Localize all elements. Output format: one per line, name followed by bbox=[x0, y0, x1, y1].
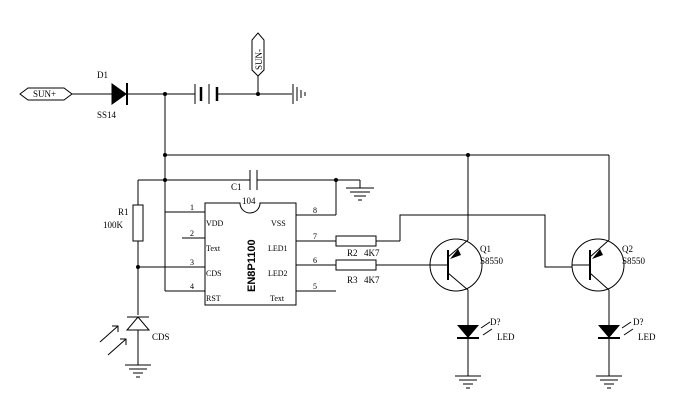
pin-rst-name: RST bbox=[206, 294, 221, 303]
pin-led1-name: LED1 bbox=[268, 244, 288, 253]
diode-d1: D1 SS14 bbox=[97, 70, 128, 120]
led2-ref: D? bbox=[633, 317, 644, 327]
pin-cds-name: CDS bbox=[206, 269, 222, 278]
r3-value: 4K7 bbox=[364, 275, 380, 285]
ground-led2 bbox=[596, 375, 622, 389]
led-1: D? LED bbox=[457, 317, 515, 376]
pin-6-num: 6 bbox=[313, 256, 317, 265]
ic-en8p1100: EN8P1100 1 2 3 4 VDD Text CDS RST 8 7 6 … bbox=[182, 202, 336, 306]
capacitor-c1: C1 104 bbox=[231, 170, 258, 206]
q2-value: S8550 bbox=[622, 256, 646, 266]
pin-8-num: 8 bbox=[313, 206, 317, 215]
r2-value: 4K7 bbox=[364, 248, 380, 258]
r3-ref: R3 bbox=[347, 275, 358, 285]
led1-ref: D? bbox=[490, 317, 501, 327]
transistor-q1: Q1 S8550 bbox=[429, 238, 504, 325]
cds-photosensor: CDS bbox=[99, 316, 170, 365]
resistor-r2: R2 4K7 bbox=[335, 214, 572, 268]
pin-2-num: 2 bbox=[190, 229, 194, 238]
c1-value: 104 bbox=[242, 196, 256, 206]
q1-ref: Q1 bbox=[480, 244, 491, 254]
ground-top-right bbox=[292, 84, 306, 104]
pin-vss-name: VSS bbox=[271, 219, 286, 228]
junction-dots bbox=[136, 92, 470, 269]
pin-3-num: 3 bbox=[190, 258, 194, 267]
q2-ref: Q2 bbox=[622, 244, 633, 254]
sun-minus-label: SUN- bbox=[254, 49, 264, 70]
ic-name: EN8P1100 bbox=[246, 239, 258, 292]
sun-plus-port: SUN+ bbox=[19, 87, 73, 101]
r2-ref: R2 bbox=[347, 248, 358, 258]
c1-ref: C1 bbox=[231, 182, 242, 192]
pin-vdd-name: VDD bbox=[206, 219, 224, 228]
transistor-q2: Q2 S8550 bbox=[571, 238, 646, 325]
ground-cds bbox=[125, 364, 151, 378]
sun-plus-label: SUN+ bbox=[33, 89, 56, 99]
pin-4-num: 4 bbox=[190, 282, 194, 291]
pin-7-num: 7 bbox=[313, 232, 317, 241]
led2-value: LED bbox=[638, 332, 656, 342]
battery-symbol bbox=[194, 84, 219, 104]
pin-text-left-name: Text bbox=[206, 244, 221, 253]
q1-value: S8550 bbox=[480, 256, 504, 266]
top-rail-wires bbox=[72, 76, 292, 155]
led-2: D? LED bbox=[598, 317, 656, 376]
d1-value: SS14 bbox=[97, 110, 117, 120]
pin-text-right-name: Text bbox=[270, 294, 285, 303]
resistor-r1: R1 100K bbox=[103, 180, 205, 315]
pin-led2-name: LED2 bbox=[268, 269, 288, 278]
resistor-r3: R3 4K7 bbox=[335, 259, 430, 285]
cds-label: CDS bbox=[152, 332, 170, 342]
d1-ref: D1 bbox=[97, 70, 108, 80]
r1-value: 100K bbox=[103, 220, 124, 230]
ground-c1 bbox=[346, 180, 374, 201]
r1-ref: R1 bbox=[118, 207, 129, 217]
sun-minus-port: SUN- bbox=[251, 32, 265, 77]
pin-5-num: 5 bbox=[313, 282, 317, 291]
led1-value: LED bbox=[497, 332, 515, 342]
ground-led1 bbox=[455, 375, 481, 389]
pin-1-num: 1 bbox=[190, 203, 194, 212]
